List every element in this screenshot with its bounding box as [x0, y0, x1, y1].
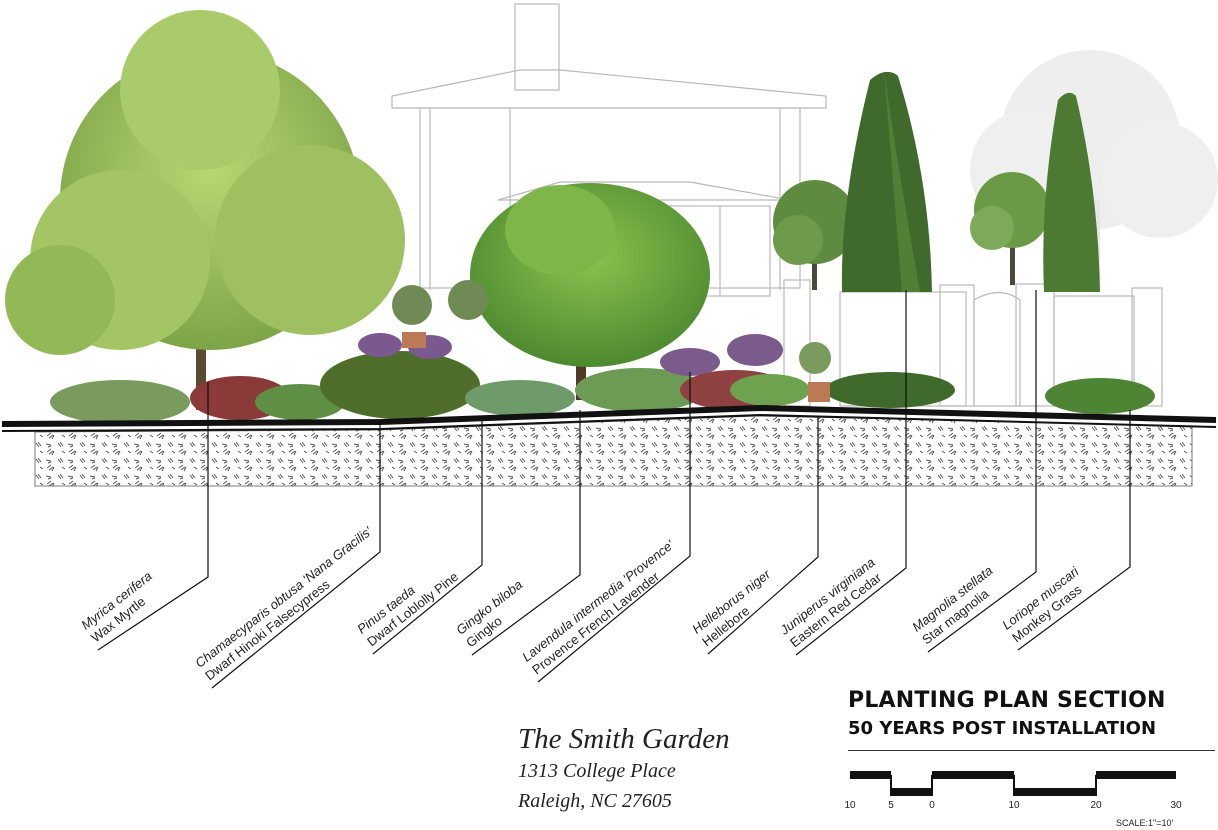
scale-tick: 10: [1008, 800, 1020, 811]
scale-note: SCALE:1"=10': [1116, 818, 1174, 828]
scale-tick: 10: [844, 800, 856, 811]
garden-address-line2: Raleigh, NC 27605: [518, 790, 672, 812]
star-magnolia-tree: [970, 172, 1050, 285]
magnolia-tree: [773, 180, 857, 290]
scale-tick: 0: [929, 800, 935, 811]
scale-bar: [850, 771, 1176, 796]
wax-myrtle-tree: [5, 10, 405, 410]
shrub-layer: [50, 280, 1155, 424]
garden-name: The Smith Garden: [518, 723, 730, 755]
soil-section: [1, 404, 1217, 487]
cedar-trees: [841, 70, 932, 292]
plan-subtitle: 50 YEARS POST INSTALLATION: [848, 718, 1157, 739]
garden-address-line1: 1313 College Place: [518, 760, 676, 782]
scale-tick: 5: [888, 800, 894, 811]
label-leaders: [97, 290, 1131, 689]
scale-tick: 30: [1170, 800, 1182, 811]
plan-title: PLANTING PLAN SECTION: [848, 688, 1166, 713]
title-underline: [848, 750, 1215, 751]
cedar-tree-right: [1043, 92, 1100, 292]
garden-info: The Smith Garden 1313 College Place Rale…: [518, 722, 730, 816]
scale-tick: 20: [1090, 800, 1102, 811]
gingko-tree: [470, 183, 710, 400]
